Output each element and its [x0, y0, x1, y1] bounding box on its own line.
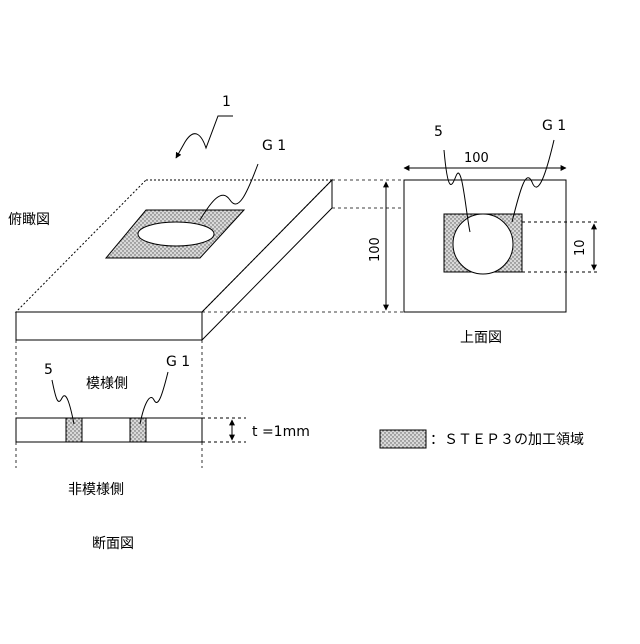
- top-view-label: 上面図: [460, 330, 502, 346]
- g1-region-section-right: [130, 418, 146, 442]
- ref-5-label-top: 5: [434, 124, 443, 140]
- dim-hole-label: 10: [573, 239, 588, 256]
- plate-side-face: [202, 180, 332, 340]
- cross-section-view: [16, 418, 246, 442]
- g1-label-perspective: G 1: [262, 138, 286, 154]
- g1-label-top: G 1: [542, 118, 566, 134]
- dim-width-label: 100: [464, 151, 489, 166]
- cross-section-label: 断面図: [92, 536, 134, 552]
- reference-1-arrow: [176, 116, 233, 158]
- g1-leader-top: [512, 140, 554, 222]
- legend-swatch: [380, 430, 426, 448]
- perspective-view: [16, 180, 332, 340]
- plate-front-face: [16, 312, 202, 340]
- ref-5-leader-section: [52, 380, 74, 424]
- dim-height-label: 100: [368, 237, 383, 262]
- dim-thickness-label: t =1mm: [252, 424, 310, 440]
- g1-label-section: G 1: [166, 354, 190, 370]
- top-view: [404, 180, 600, 312]
- hole-top: [453, 214, 513, 274]
- reference-1-label: 1: [222, 94, 231, 110]
- non-pattern-side-label: 非模様側: [68, 482, 124, 498]
- ref-5-label-section: 5: [44, 362, 53, 378]
- legend-text: ：ＳＴＥＰ３の加工領域: [430, 431, 584, 448]
- hole-perspective: [138, 222, 214, 246]
- hole-section: [82, 418, 130, 442]
- perspective-view-label: 俯瞰図: [8, 212, 50, 228]
- pattern-side-label: 模様側: [86, 376, 128, 392]
- g1-leader-section: [140, 372, 168, 424]
